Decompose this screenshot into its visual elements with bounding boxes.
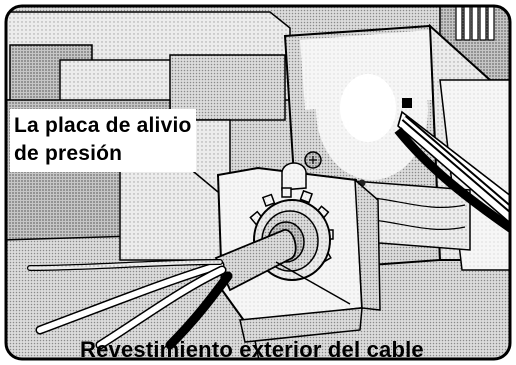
plate-lower-edge bbox=[239, 307, 363, 343]
tool-probe bbox=[394, 98, 510, 236]
plate-side bbox=[354, 178, 381, 311]
outer-cable-jacket-label: Revestimiento exterior del cable bbox=[80, 337, 424, 362]
cable-wires bbox=[27, 259, 233, 350]
center-channel bbox=[169, 54, 286, 121]
strain-relief-plate-label-line2: de presión bbox=[14, 142, 123, 165]
cable-jacket bbox=[214, 229, 297, 292]
top-right-connector-wires bbox=[455, 6, 495, 41]
plate-tab bbox=[281, 162, 307, 191]
leader-jacket bbox=[275, 261, 351, 305]
screw-icon bbox=[304, 151, 322, 169]
strain-relief-plate-label: La placa de alivio de presión bbox=[10, 109, 196, 172]
strain-relief-plate-label-line1: La placa de alivio bbox=[14, 114, 192, 137]
terminal-spot bbox=[340, 74, 396, 142]
image-frame bbox=[4, 4, 512, 361]
tool-tip bbox=[402, 98, 412, 108]
